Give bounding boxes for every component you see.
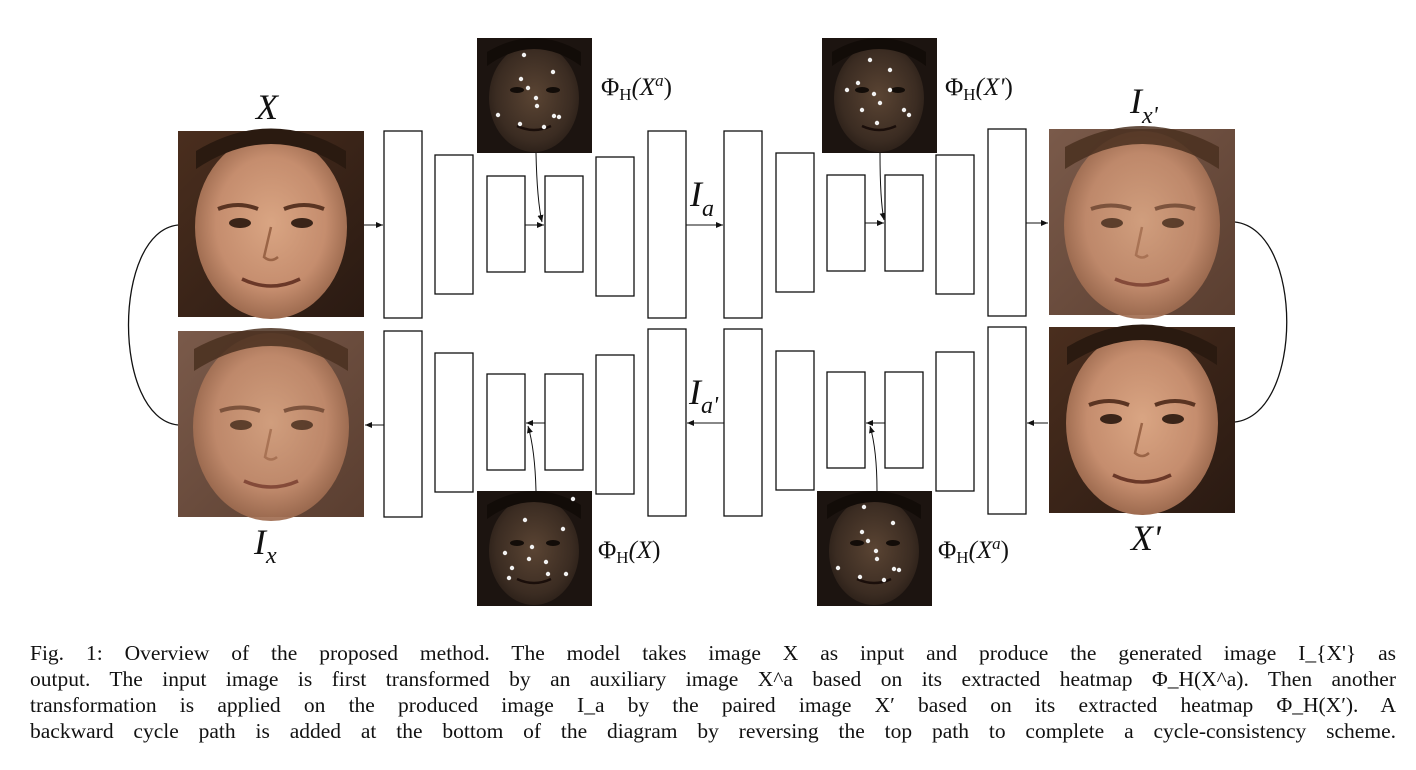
network-block	[486, 175, 526, 273]
network-block	[826, 174, 866, 272]
face-image-i-x-prime	[1047, 124, 1237, 321]
network-block	[486, 373, 526, 471]
network-block	[987, 326, 1027, 515]
network-block	[935, 351, 975, 492]
heatmap-image-bottom-left	[475, 489, 594, 608]
label-i-a: Ia	[689, 174, 714, 222]
network-block	[987, 128, 1027, 317]
network-block	[884, 174, 924, 272]
arrow-heatmap-bottom-right	[869, 425, 878, 492]
heatmap-label-bottom-left: ΦH(X)	[598, 537, 661, 567]
math-labels: X Ix' Ia Ia' Ix X' ΦH(Xa) ΦH(X') ΦH(X) Φ…	[253, 71, 1162, 569]
network-block	[884, 371, 924, 469]
cycle-loop-right	[1234, 221, 1288, 423]
label-i-a-prime: Ia'	[688, 372, 719, 419]
network-block	[647, 328, 687, 517]
network-block	[544, 373, 584, 471]
network-block	[723, 328, 763, 517]
method-overview-diagram: X Ix' Ia Ia' Ix X' ΦH(Xa) ΦH(X') ΦH(X) Φ…	[127, 36, 1288, 608]
network-block	[434, 352, 474, 493]
caption-line: Fig. 1: Overview of the proposed method.…	[30, 641, 1396, 665]
bottom-encoder-decoder	[383, 326, 1027, 518]
network-block	[383, 330, 423, 518]
label-i-x-prime: Ix'	[1129, 81, 1159, 129]
arrow-heatmap-bottom-left	[527, 425, 537, 492]
network-block	[775, 350, 815, 491]
heatmap-image-top-right	[820, 36, 939, 155]
label-i-x: Ix	[253, 522, 277, 569]
network-block	[723, 130, 763, 319]
label-x: X	[254, 87, 280, 127]
arrow-heatmap-top-right	[879, 152, 886, 221]
flow-arrows	[127, 152, 1288, 492]
arrow-heatmap-top-left	[535, 152, 544, 223]
heatmap-label-top-right: ΦH(X')	[945, 74, 1013, 104]
label-x-prime: X'	[1129, 518, 1162, 558]
network-block	[826, 371, 866, 469]
heatmap-image-bottom-right	[815, 489, 934, 608]
network-block	[434, 154, 474, 295]
face-image-x	[176, 126, 366, 321]
network-block	[383, 130, 423, 319]
face-image-x-prime	[1047, 322, 1237, 517]
heatmap-label-top-left: ΦH(Xa)	[601, 71, 672, 104]
figure-caption: Fig. 1: Overview of the proposed method.…	[30, 640, 1396, 744]
heatmap-label-bottom-right: ΦH(Xa)	[938, 534, 1009, 567]
network-block	[595, 354, 635, 495]
cycle-loop-left	[127, 224, 179, 426]
top-encoder-decoder	[383, 128, 1027, 319]
face-image-i-x	[176, 326, 366, 523]
caption-line: transformation is applied on the produce…	[30, 693, 1396, 717]
caption-line: backward cycle path is added at the bott…	[30, 719, 1396, 743]
network-block	[775, 152, 815, 293]
network-block	[935, 154, 975, 295]
network-block	[544, 175, 584, 273]
network-block	[595, 156, 635, 297]
network-block	[647, 130, 687, 319]
heatmap-image-top-left	[475, 36, 594, 155]
caption-line: output. The input image is first transfo…	[30, 667, 1396, 691]
